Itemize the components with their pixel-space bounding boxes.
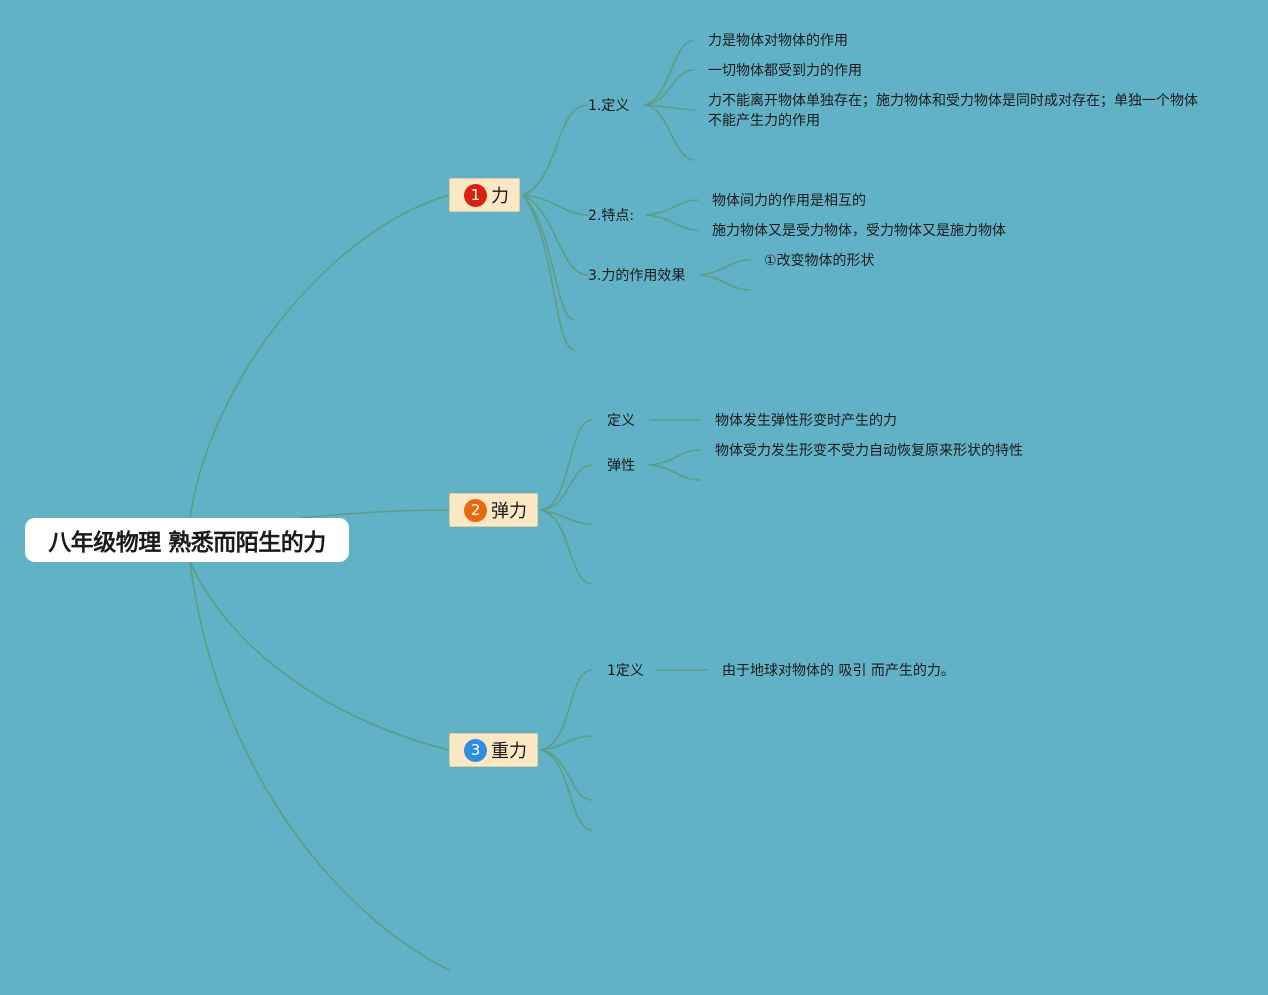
root-topic[interactable]: 八年级物理 熟悉而陌生的力 [25, 518, 349, 562]
connector-t1-to-empty-1 [522, 194, 575, 321]
connector-t3-to-empty-2 [540, 749, 593, 801]
connector-t3-to-definition [540, 669, 593, 751]
subtopic-definition[interactable]: 1.定义 [588, 98, 630, 114]
topic-title: 弹力 [491, 501, 527, 522]
connector-t2elas-to-leaf-2 [649, 464, 701, 481]
topic-force[interactable]: 1 力 [449, 178, 520, 212]
connector-def-to-leaf-3 [643, 104, 695, 111]
leaf-elasticity-definition[interactable]: 物体受力发生形变不受力自动恢复原来形状的特性 [715, 443, 1023, 459]
connector-def-to-leaf-1 [643, 39, 695, 106]
leaf-change-shape[interactable]: ①改变物体的形状 [764, 253, 875, 269]
topic-elastic-force[interactable]: 2 弹力 [449, 493, 538, 527]
connector-root-to-elastic [299, 509, 450, 519]
subtopic-definition[interactable]: 定义 [607, 413, 635, 429]
connector-t1-to-characteristics [522, 194, 589, 216]
connector-eff-to-leaf-1 [699, 259, 751, 276]
root-title: 八年级物理 熟悉而陌生的力 [48, 530, 326, 556]
connector-t3-to-empty-3 [540, 749, 593, 831]
number-badge-1: 1 [464, 183, 487, 207]
connector-char-to-leaf-1 [645, 199, 699, 216]
number-badge-2: 2 [464, 498, 487, 522]
topic-title: 重力 [491, 741, 527, 762]
connector-t2-to-definition [540, 419, 593, 511]
connector-t1-to-empty-2 [522, 194, 575, 351]
leaf-force-cannot-exist-alone[interactable]: 力不能离开物体单独存在；施力物体和受力物体是同时成对存在；单独一个物体不能产生力… [708, 93, 1198, 129]
leaf-elastic-definition[interactable]: 物体发生弹性形变时产生的力 [715, 413, 897, 429]
topic-title: 力 [491, 186, 509, 207]
leaf-all-objects-subject-to-force[interactable]: 一切物体都受到力的作用 [708, 63, 862, 79]
leaf-force-is-mutual[interactable]: 物体间力的作用是相互的 [712, 193, 866, 209]
connector-root-to-gravity [189, 561, 450, 751]
subtopic-elasticity[interactable]: 弹性 [607, 458, 635, 474]
connector-t2-to-elasticity [540, 464, 593, 511]
connector-root-to-force [189, 194, 450, 519]
connector-t3-to-empty-1 [540, 735, 593, 751]
connector-t2-to-empty-2 [540, 509, 593, 585]
connector-root-to-empty [189, 561, 450, 971]
connector-def-to-leaf-2 [643, 69, 695, 106]
leaf-gravity-definition[interactable]: 由于地球对物体的 吸引 而产生的力。 [722, 663, 955, 679]
topic-gravity[interactable]: 3 重力 [449, 733, 538, 767]
connector-char-to-leaf-2 [645, 214, 699, 231]
subtopic-definition[interactable]: 1定义 [607, 663, 644, 679]
connector-eff-to-leaf-2 [699, 274, 751, 291]
connector-def-to-leaf-4 [643, 104, 695, 161]
subtopic-characteristics[interactable]: 2.特点: [588, 208, 635, 224]
connector-t1-to-definition [522, 104, 589, 196]
connector-t2elas-to-leaf-1 [649, 449, 701, 466]
number-badge-3: 3 [464, 738, 487, 762]
connector-t1-to-effects [522, 194, 589, 276]
leaf-exerter-and-receiver[interactable]: 施力物体又是受力物体，受力物体又是施力物体 [712, 223, 1006, 239]
leaf-force-is-interaction[interactable]: 力是物体对物体的作用 [708, 33, 848, 49]
connector-t2-to-empty-1 [540, 509, 593, 525]
subtopic-effects[interactable]: 3.力的作用效果 [588, 268, 686, 284]
